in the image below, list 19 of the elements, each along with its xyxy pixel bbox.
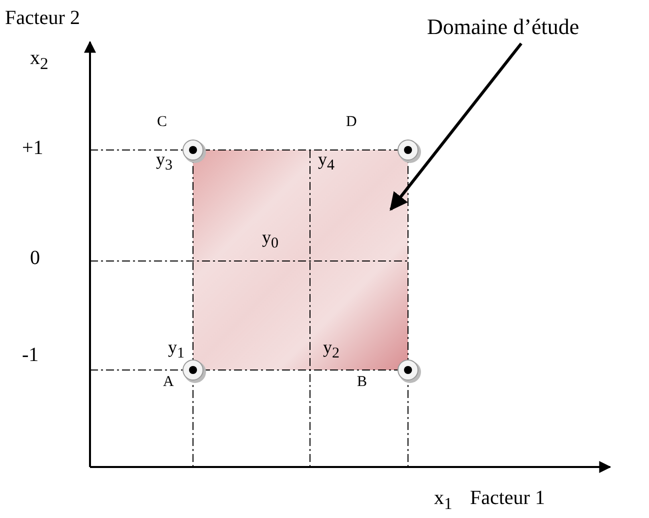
- axis-label: x$_{2}$: [30, 48, 48, 73]
- point-label: A: [163, 375, 174, 390]
- response-label: y$_{3}$: [156, 150, 172, 174]
- leader-arrow: [390, 42, 522, 211]
- study-domain-square: [193, 150, 408, 370]
- response-label: y$_{2}$: [323, 338, 340, 362]
- axis-label: x$_{1}$: [434, 488, 452, 513]
- tick-label: -1: [22, 345, 39, 365]
- axis-title: Facteur 2: [5, 8, 80, 28]
- response-label: y$_{0}$: [262, 228, 278, 252]
- point-label: D: [346, 115, 357, 130]
- response-label: y$_{4}$: [318, 150, 334, 174]
- response-label: y$_{1}$: [168, 338, 184, 362]
- axis-title: Facteur 1: [470, 488, 545, 508]
- point-label: C: [157, 115, 168, 130]
- tick-label: 0: [30, 248, 40, 268]
- callout-text: Domaine d’étude: [427, 16, 580, 38]
- point-label: B: [357, 375, 368, 390]
- tick-label: +1: [22, 138, 44, 158]
